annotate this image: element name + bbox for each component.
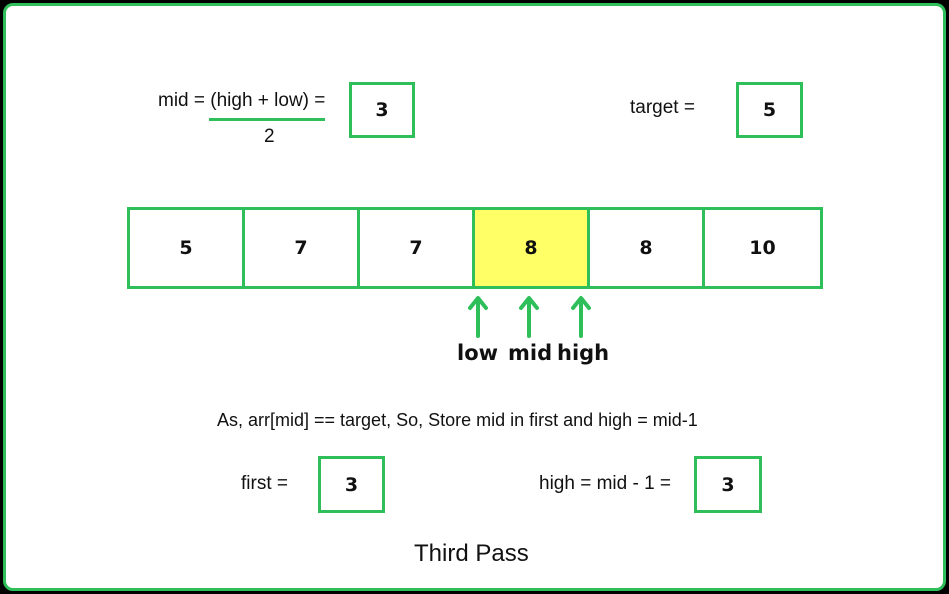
high-update-label: high = mid - 1 = bbox=[539, 473, 672, 494]
mid-value-box: 3 bbox=[349, 82, 415, 138]
array-cell-3: 8 bbox=[475, 210, 590, 286]
pointer-label-mid: mid bbox=[508, 341, 553, 365]
fraction-line bbox=[209, 118, 325, 121]
array-cell-2: 7 bbox=[360, 210, 475, 286]
caption: Third Pass bbox=[414, 540, 529, 567]
array-cell-1: 7 bbox=[245, 210, 360, 286]
mid-formula-numerator: mid = (high + low) = bbox=[158, 90, 326, 111]
first-value-box: 3 bbox=[318, 456, 385, 513]
first-label: first = bbox=[241, 473, 288, 494]
mid-formula-denominator: 2 bbox=[264, 126, 275, 147]
pointer-label-high: high bbox=[557, 341, 610, 365]
array-cell-5: 10 bbox=[705, 210, 820, 286]
target-value-box: 5 bbox=[736, 82, 803, 138]
array-cell-4: 8 bbox=[590, 210, 705, 286]
high-value-box: 3 bbox=[694, 456, 762, 513]
mid-arrow-icon bbox=[519, 296, 539, 338]
high-arrow-icon bbox=[571, 296, 591, 338]
array-cell-0: 5 bbox=[130, 210, 245, 286]
low-arrow-icon bbox=[468, 296, 488, 338]
array: 5 7 7 8 8 10 bbox=[127, 207, 823, 289]
target-label: target = bbox=[630, 97, 695, 118]
explanation-text: As, arr[mid] == target, So, Store mid in… bbox=[217, 410, 698, 430]
pointer-label-low: low bbox=[457, 341, 499, 365]
